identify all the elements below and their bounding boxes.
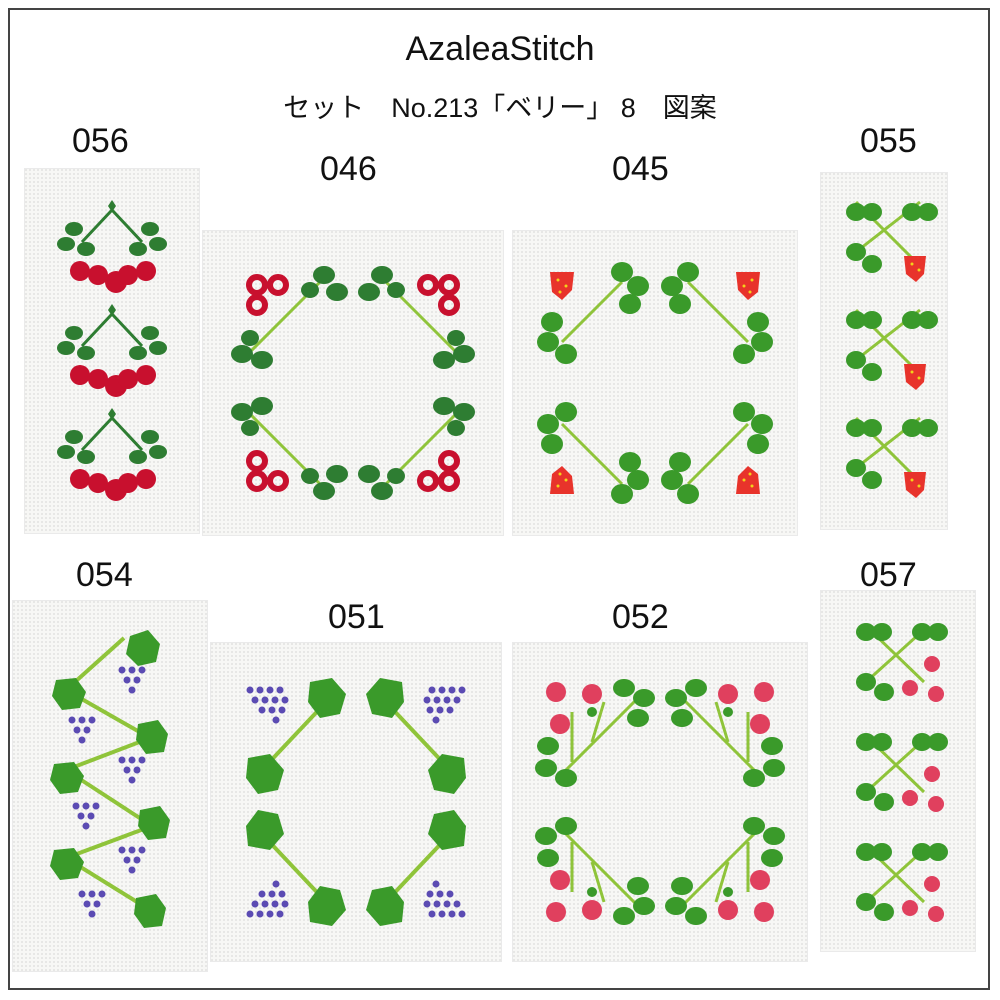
cloth-055 <box>820 172 948 530</box>
cherry-pattern-056 <box>55 198 169 503</box>
cloth-051 <box>210 642 502 962</box>
strawberry-pattern-055 <box>844 200 940 500</box>
cloth-046 <box>202 230 504 536</box>
image-frame <box>8 8 990 990</box>
grape-corner-pattern-051 <box>244 676 468 928</box>
pattern-code-046: 046 <box>320 150 377 188</box>
cloth-054 <box>12 600 208 972</box>
cloth-045 <box>512 230 798 536</box>
raspberry-pattern-057 <box>854 621 950 924</box>
pattern-code-045: 045 <box>612 150 669 188</box>
pattern-code-051: 051 <box>328 598 385 636</box>
set-subtitle: セット No.213「ベリー」 8 図案 <box>283 93 717 123</box>
cloth-056 <box>24 168 200 534</box>
cherry-corner-pattern-046 <box>202 230 504 536</box>
cloth-057 <box>820 590 976 952</box>
strawberry-corner-pattern-045 <box>535 260 775 506</box>
cloth-052 <box>512 642 808 962</box>
pattern-code-056: 056 <box>72 122 129 160</box>
raspberry-corner-pattern-052 <box>533 677 787 927</box>
brand-title: AzaleaStitch <box>405 30 595 68</box>
pattern-code-055: 055 <box>860 122 917 160</box>
pattern-code-054: 054 <box>76 556 133 594</box>
pattern-code-052: 052 <box>612 598 669 636</box>
pattern-code-057: 057 <box>860 556 917 594</box>
grape-pattern-054 <box>50 630 170 928</box>
